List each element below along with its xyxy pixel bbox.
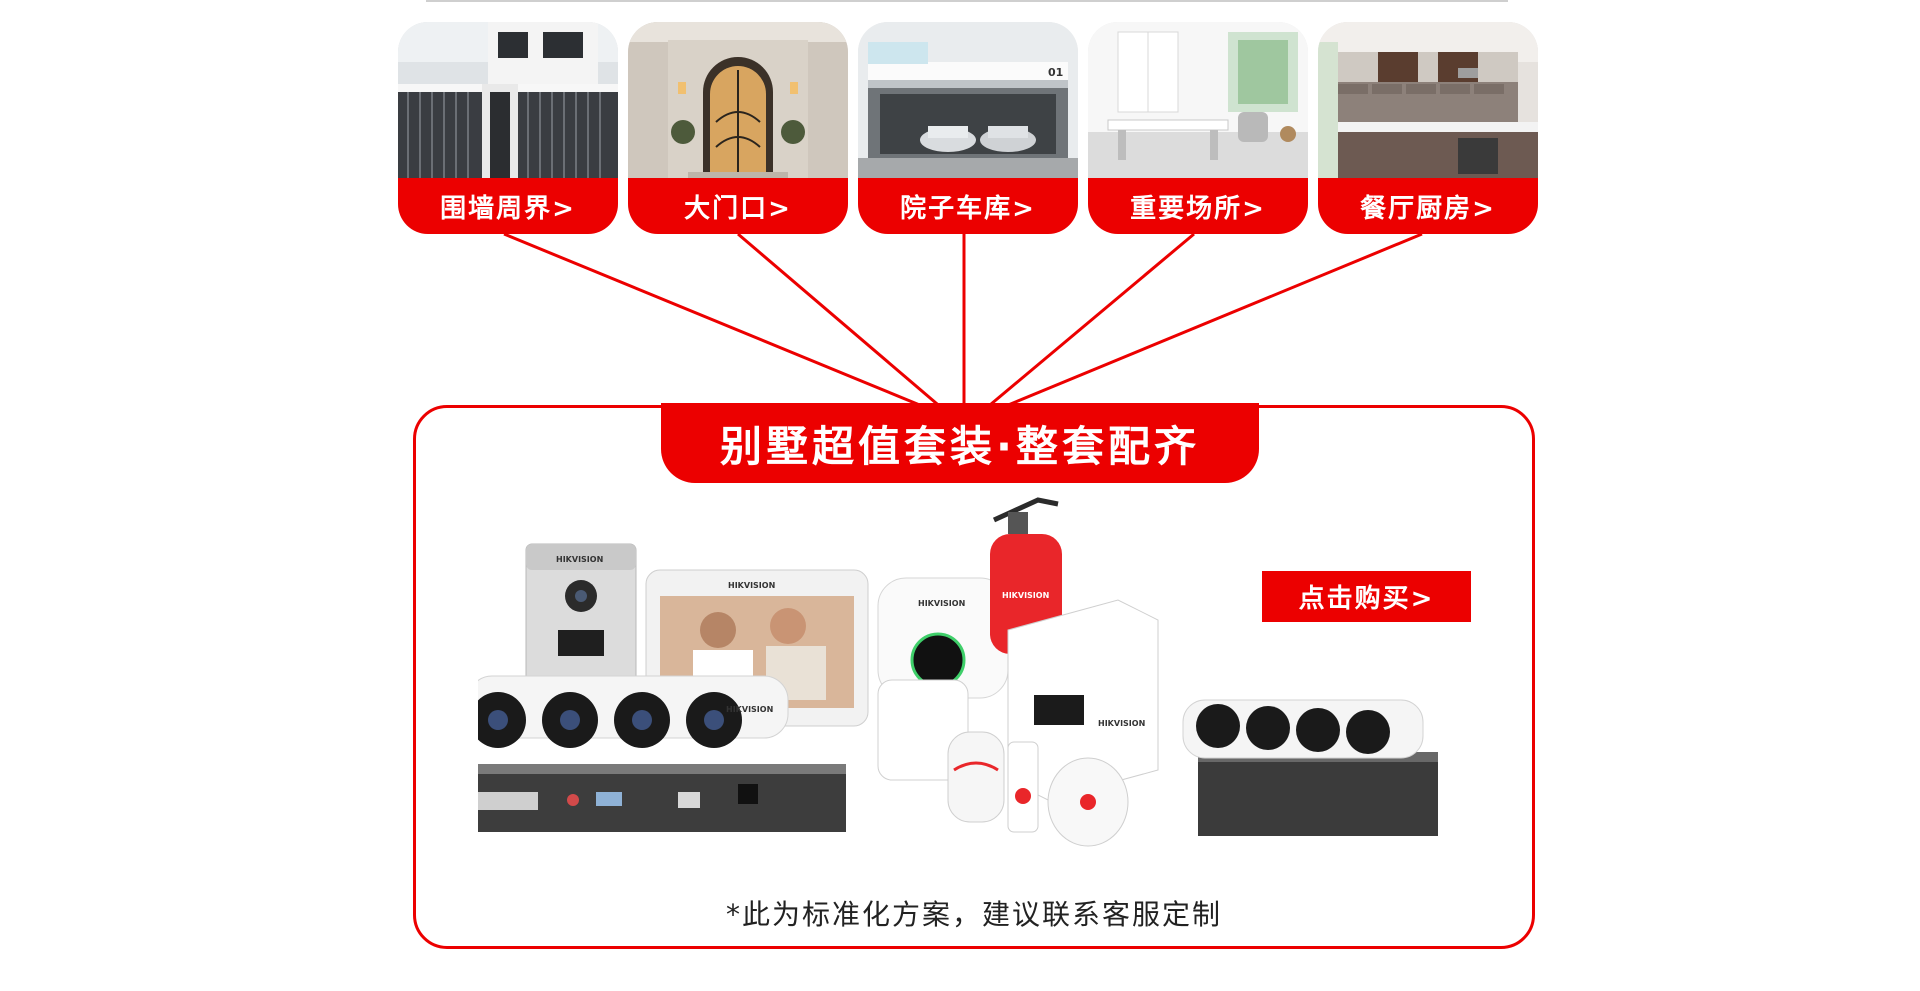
motion-sensor (947, 731, 1005, 823)
front-door-photo (628, 22, 848, 182)
scene-card-entrance[interactable]: 大门口> (628, 22, 848, 234)
svg-text:HIKVISION: HIKVISION (1002, 591, 1049, 600)
scene-label: 围墙周界> (398, 178, 618, 234)
alarm-panel: HIKVISION (1007, 599, 1159, 801)
fence-gate-photo (398, 22, 618, 182)
office-photo (1088, 22, 1308, 182)
door-station: HIKVISION (525, 543, 637, 695)
scene-label: 院子车库> (858, 178, 1078, 234)
scene-label: 重要场所> (1088, 178, 1308, 234)
svg-text:HIKVISION: HIKVISION (1098, 719, 1145, 728)
scene-label: 餐厅厨房> (1318, 178, 1538, 234)
left-camera-set: HIKVISION (478, 675, 789, 748)
left-nvr (478, 764, 846, 832)
kitchen-photo (1318, 22, 1538, 182)
router-cube (877, 679, 969, 781)
kit-banner: 别墅超值套装·整套配齐 (661, 403, 1259, 483)
buy-button[interactable]: 点击购买> (1262, 571, 1471, 622)
right-camera-set (1182, 699, 1438, 836)
svg-text:HIKVISION: HIKVISION (556, 555, 603, 564)
svg-text:HIKVISION: HIKVISION (726, 705, 773, 714)
svg-text:HIKVISION: HIKVISION (728, 581, 775, 590)
scene-card-kitchen[interactable]: 餐厅厨房> (1318, 22, 1538, 234)
product-group-illustration: HIKVISION HIKVISION HIKVISION HIKVISION … (478, 497, 1438, 847)
scene-card-perimeter[interactable]: 围墙周界> (398, 22, 618, 234)
garage-number: 01 (1048, 66, 1063, 79)
scene-card-garage[interactable]: 01 院子车库> (858, 22, 1078, 234)
scene-row: 围墙周界> 大门口> 01 (398, 22, 1538, 234)
scene-card-important-areas[interactable]: 重要场所> (1088, 22, 1308, 234)
svg-text:HIKVISION: HIKVISION (918, 599, 965, 608)
garage-photo: 01 (858, 22, 1078, 182)
kit-note: *此为标准化方案，建议联系客服定制 (725, 898, 1222, 931)
smoke-siren (1047, 757, 1129, 847)
top-divider (426, 0, 1508, 2)
door-contact-sensor (1007, 741, 1039, 833)
scene-label: 大门口> (628, 178, 848, 234)
